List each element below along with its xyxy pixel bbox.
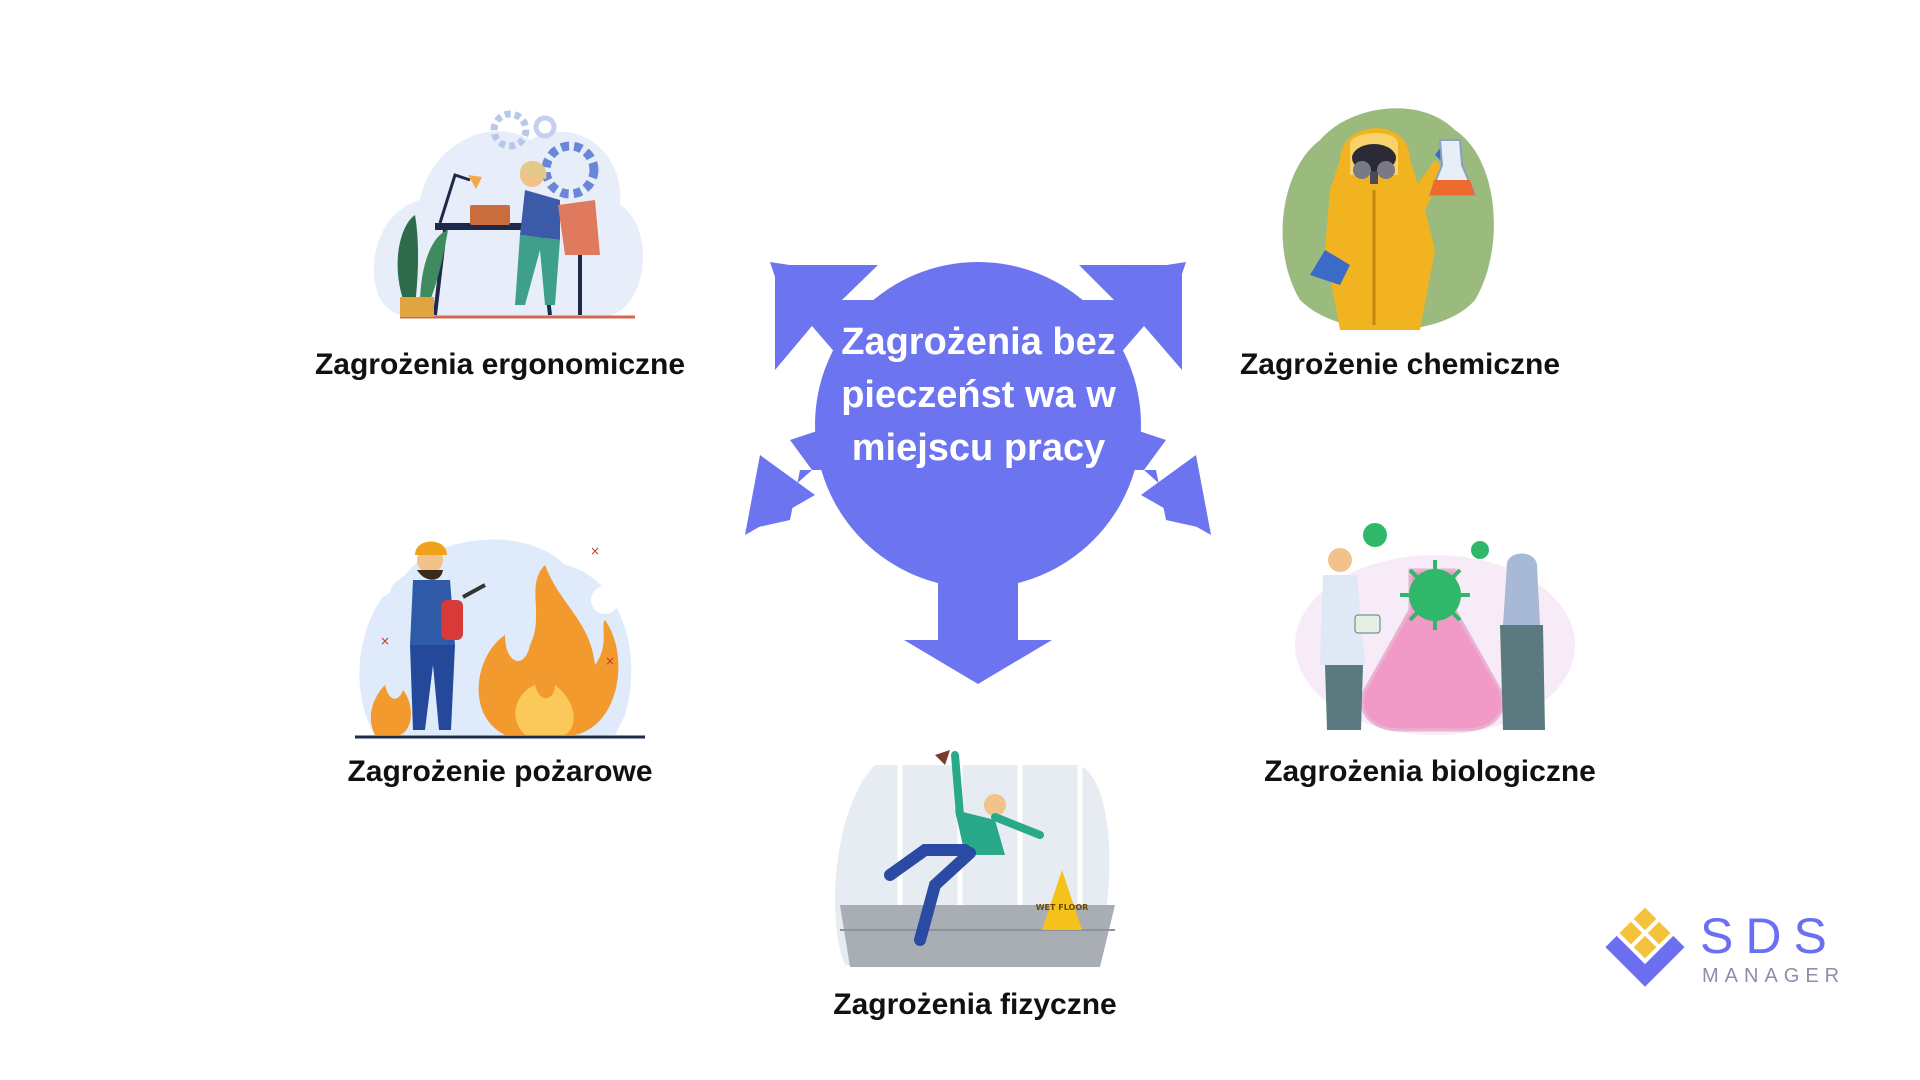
sds-manager-logo: SDS MANAGER <box>1600 905 1840 995</box>
wet-floor-sign-text: WET FLOOR <box>1036 903 1089 912</box>
hub-title: Zagrożenia bezpieczeńst wa w miejscu pra… <box>841 321 1116 469</box>
hazard-label-physical: Zagrożenia fizyczne <box>833 988 1117 1021</box>
logo-mark-icon <box>1605 907 1685 987</box>
hazard-ergonomic: Zagrożenia ergonomiczne <box>290 105 710 395</box>
hazard-physical: WET FLOOR Zagrożenia fizyczne <box>810 745 1140 1035</box>
logo-sub: MANAGER <box>1702 965 1846 987</box>
hazmat-suit-with-flask-icon <box>1282 108 1494 330</box>
person-at-desk-with-gears-icon <box>373 110 643 319</box>
hazard-label-chemical: Zagrożenie chemiczne <box>1239 348 1561 381</box>
svg-text:×: × <box>605 654 615 668</box>
person-slipping-wet-floor-icon: WET FLOOR <box>835 750 1115 967</box>
svg-text:×: × <box>590 544 600 558</box>
svg-text:×: × <box>380 634 390 648</box>
hazard-biological: Zagrożenia biologiczne <box>1240 515 1620 795</box>
hazard-label-ergonomic: Zagrożenia ergonomiczne <box>314 348 686 381</box>
hazard-chemical: Zagrożenie chemiczne <box>1200 100 1600 395</box>
firefighter-with-extinguisher-icon: × × × <box>355 539 645 739</box>
logo-name: SDS <box>1700 908 1839 964</box>
hazard-label-fire: Zagrożenie pożarowe <box>347 755 653 788</box>
hazard-label-biological: Zagrożenia biologiczne <box>1264 755 1596 788</box>
scientists-with-virus-icon <box>1295 523 1575 735</box>
hazard-fire: × × × Zagrożenie pożarowe <box>320 525 680 795</box>
